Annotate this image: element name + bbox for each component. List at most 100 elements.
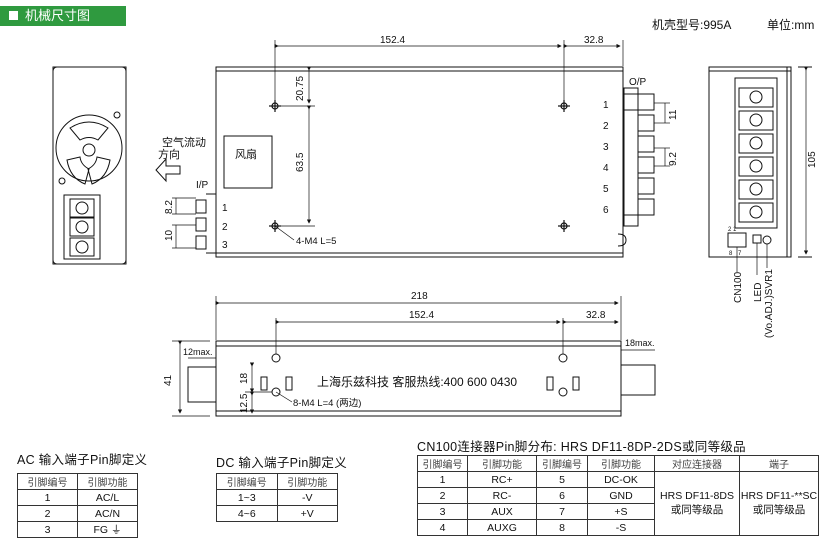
watermark-text: 上海乐兹科技 客服热线:400 600 0430: [317, 374, 517, 389]
screw-spec-bottom: 8-M4 L=4 (两边): [293, 398, 361, 409]
dim-218: 218: [411, 291, 428, 302]
cell: RC-: [467, 487, 537, 504]
square-icon: [9, 11, 18, 21]
dim-63-5: 63.5: [295, 152, 306, 172]
connector-line-1: HRS DF11-8DS: [660, 490, 734, 502]
cell: 4: [417, 519, 468, 536]
cell: AUX: [467, 503, 537, 520]
op-pin-4: 4: [603, 163, 609, 174]
dim-18: 18: [239, 372, 250, 384]
cell: FG ⏚: [77, 521, 138, 538]
connector-line-2: 或同等级品: [670, 504, 724, 516]
col-header: 引脚功能: [467, 455, 537, 472]
terminal-cell: HRS DF11-**SC 或同等级品: [739, 471, 819, 536]
dim-32-8-bottom: 32.8: [586, 310, 606, 321]
ip-pin-3: 3: [222, 240, 228, 251]
col-header: 端子: [739, 455, 819, 472]
cn-pin-2: 2: [728, 227, 732, 233]
end-view-left: [52, 66, 127, 265]
cell: 6: [536, 487, 588, 504]
dim-32-8: 32.8: [584, 35, 604, 46]
dim-9-2: 9.2: [668, 152, 679, 166]
cell: 1~3: [216, 489, 278, 506]
dim-41: 41: [163, 374, 174, 386]
unit-label: 单位:mm: [767, 18, 815, 32]
ip-pin-2: 2: [222, 222, 228, 233]
dim-11: 11: [668, 109, 679, 120]
cell: 3: [417, 503, 468, 520]
dim-105: 105: [807, 151, 818, 168]
cn-pin-7: 7: [738, 251, 742, 257]
col-header: 引脚编号: [216, 473, 278, 490]
cell: AC/N: [77, 505, 138, 522]
col-header: 引脚编号: [417, 455, 468, 472]
cell: 1: [417, 471, 468, 488]
cell: -S: [587, 519, 655, 536]
col-header: 引脚功能: [276, 473, 338, 490]
dim-12-5: 12.5: [239, 393, 250, 413]
cell: +S: [587, 503, 655, 520]
dim-20-75: 20.75: [295, 76, 306, 101]
terminal-line-1: HRS DF11-**SC: [740, 490, 818, 502]
dc-pin-table: 引脚编号引脚功能 1~3-V 4~6+V: [216, 473, 338, 522]
cell: AC/L: [77, 489, 138, 506]
table-row: 1~3-V: [216, 489, 338, 506]
dim-8-2: 8.2: [164, 200, 175, 214]
cell: 5: [536, 471, 588, 488]
airflow-arrow-icon: [155, 157, 181, 183]
dim-152-4-bottom: 152.4: [409, 310, 434, 321]
bottom-view: [187, 340, 656, 417]
col-header: 引脚编号: [17, 473, 78, 490]
cell: 2: [17, 505, 78, 522]
cell: 1: [17, 489, 78, 506]
col-header: 引脚编号: [536, 455, 588, 472]
cell: DC-OK: [587, 471, 655, 488]
model-label: 机壳型号:995A: [652, 18, 732, 32]
ip-label: I/P: [196, 180, 209, 191]
op-pin-2: 2: [603, 121, 609, 132]
fan-label: 风扇: [235, 147, 257, 161]
table-row: 4~6+V: [216, 505, 338, 522]
cn-pin-1: 1: [733, 227, 737, 233]
cell: 7: [536, 503, 588, 520]
front-view: [195, 66, 655, 258]
col-header: 引脚功能: [587, 455, 655, 472]
screw-spec-front: 4-M4 L=5: [296, 236, 336, 247]
airflow-label-2: 方向: [158, 147, 180, 161]
cell: +V: [276, 505, 338, 522]
op-pin-5: 5: [603, 184, 609, 195]
cn-pin-8: 8: [729, 251, 733, 257]
cell: GND: [587, 487, 655, 504]
dim-10: 10: [164, 229, 175, 241]
op-pin-3: 3: [603, 142, 609, 153]
connector-cell: HRS DF11-8DS 或同等级品: [654, 471, 740, 536]
airflow-label-1: 空气流动: [162, 135, 206, 149]
dim-152-4: 152.4: [380, 35, 405, 46]
cell: 2: [417, 487, 468, 504]
col-header: 对应连接器: [654, 455, 740, 472]
op-pin-1: 1: [603, 100, 609, 111]
end-view-right: [708, 66, 812, 275]
dim-18max: 18max.: [625, 338, 655, 348]
cell: 3: [17, 521, 78, 538]
ac-table-title: AC 输入端子Pin脚定义: [17, 453, 148, 467]
dim-12max: 12max.: [183, 347, 213, 357]
op-pin-6: 6: [603, 205, 609, 216]
section-title: 机械尺寸图: [25, 8, 91, 23]
led-label: LED: [753, 283, 764, 302]
ip-pin-1: 1: [222, 203, 228, 214]
cn-table-title: CN100连接器Pin脚分布: HRS DF11-8DP-2DS或同等级品: [417, 440, 746, 454]
terminal-line-2: 或同等级品: [752, 504, 806, 516]
cell: -V: [276, 489, 338, 506]
screw-holes: [269, 100, 570, 232]
cn100-label: CN100: [733, 271, 744, 303]
